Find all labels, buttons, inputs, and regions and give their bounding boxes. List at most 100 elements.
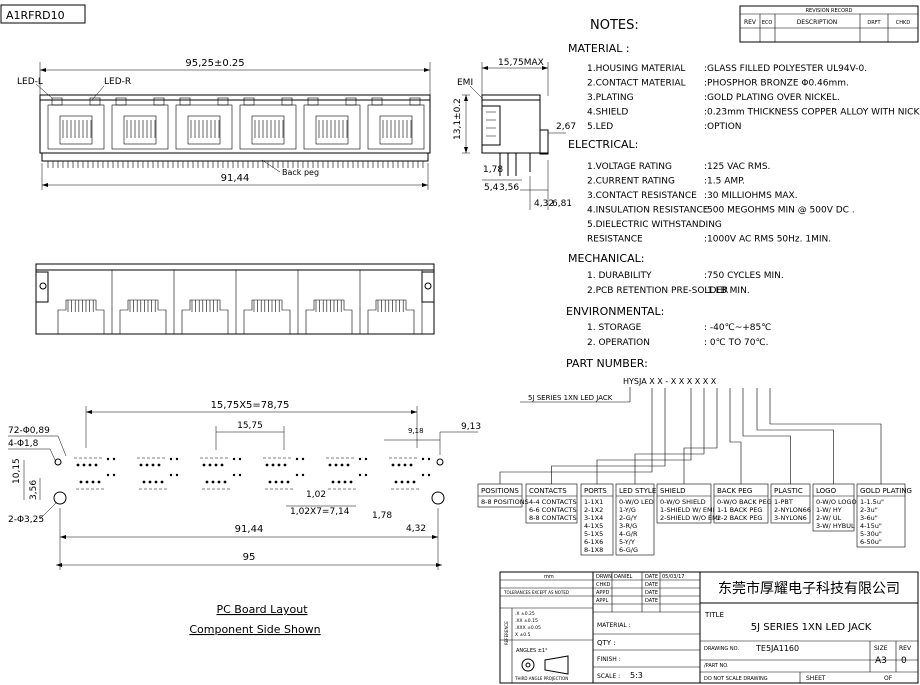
electrical-key: RESISTANCE bbox=[587, 235, 643, 245]
led-left bbox=[51, 97, 63, 106]
pn-leader bbox=[596, 388, 692, 484]
pn-box-line: 4-4 CONTACTS bbox=[529, 498, 577, 506]
led-left bbox=[371, 97, 383, 106]
material-key: 5.LED bbox=[587, 122, 613, 132]
pcb-dim-178: 1,78 bbox=[372, 511, 392, 521]
pn-box-line: 2-2 BACK PEG bbox=[717, 514, 762, 522]
top-port bbox=[175, 97, 233, 150]
sheet-label: SHEET bbox=[806, 675, 826, 682]
pn-box-title: LOGO bbox=[816, 487, 837, 495]
pcb-dim-9144: 91,44 bbox=[235, 524, 264, 535]
environmental-key: 1. STORAGE bbox=[587, 323, 642, 333]
pn-box-line: 5-30u" bbox=[860, 530, 882, 538]
angles-label: ANGLES ±1° bbox=[516, 648, 548, 654]
date-label: DATE bbox=[645, 574, 658, 580]
pcb-dim-pitch5: 15,75X5=78,75 bbox=[211, 400, 290, 411]
pcb-dim-holes: 4-Φ1,8 bbox=[8, 439, 39, 449]
top-port bbox=[239, 97, 297, 150]
tolerance-row: X ±0.5 bbox=[515, 632, 531, 638]
pn-box-line: 2-1X2 bbox=[584, 506, 603, 514]
pcb-dim-mount: 2-Φ3,25 bbox=[8, 515, 44, 525]
environmental-value: : -40℃~+85℃ bbox=[704, 323, 771, 333]
dim-178: 1,78 bbox=[483, 165, 503, 175]
electrical-key: 1.VOLTAGE RATING bbox=[587, 162, 672, 172]
pcb-port-pins bbox=[200, 457, 242, 490]
dim-681: 6,81 bbox=[552, 199, 572, 209]
part-number-code: HYSJA X X - X X X X X X bbox=[623, 377, 717, 386]
pcb-dim-small: 9,18 bbox=[408, 427, 424, 435]
rev-label: REV bbox=[899, 645, 912, 652]
pn-box-line: 6-6 CONTACTS bbox=[529, 506, 577, 514]
rev-col-chkd: CHKD bbox=[896, 20, 911, 26]
pn-box-line: 8-8 CONTACTS bbox=[529, 514, 577, 522]
material-heading: MATERIAL : bbox=[568, 42, 630, 55]
pn-box-line: 1-1 BACK PEG bbox=[717, 506, 762, 514]
part-number-heading: PART NUMBER: bbox=[566, 357, 648, 370]
environmental-key: 2. OPERATION bbox=[587, 338, 650, 348]
tolerance-note: TOLERANCES EXCEPT AS NOTED bbox=[503, 590, 569, 595]
part-number-tree: HYSJA X X - X X X X X X 5J SERIES 1XN LE… bbox=[477, 377, 912, 556]
pcb-dim-1575: 15,75 bbox=[237, 421, 263, 431]
pn-box-title: GOLD PLATING bbox=[860, 487, 912, 495]
title-label: TITLE bbox=[704, 611, 724, 619]
pcb-dim-913: 9,13 bbox=[461, 422, 481, 432]
dim-width: 95,25±0.25 bbox=[185, 58, 244, 69]
electrical-value: :500 MEGOHMS MIN @ 500V DC . bbox=[704, 206, 855, 216]
pn-box-line: 4-1X5 bbox=[584, 522, 603, 530]
pn-box-title: PORTS bbox=[584, 487, 607, 495]
revision-header: REVISION RECORD bbox=[806, 8, 853, 14]
pn-box-line: 3-6u" bbox=[860, 514, 878, 522]
drwn-value: DANIEL bbox=[614, 574, 633, 580]
mount-hole-left bbox=[53, 491, 67, 505]
material-value: :PHOSPHOR BRONZE Φ0.46mm. bbox=[704, 79, 849, 89]
front-port bbox=[181, 270, 237, 334]
pn-leader bbox=[742, 388, 791, 484]
led-left bbox=[115, 97, 127, 106]
company-name: 东莞市厚耀电子科技有限公司 bbox=[718, 580, 900, 597]
size-label: SIZE bbox=[874, 645, 888, 652]
dim-54: 5,4 bbox=[484, 183, 499, 193]
pcb-port-pins bbox=[389, 457, 431, 490]
drawing-no: TE5JA1160 bbox=[755, 644, 799, 653]
pcb-dim-pins: 72-Φ0,89 bbox=[8, 426, 50, 436]
dim-pitch-total: 91,44 bbox=[221, 173, 250, 184]
reference-label: REFERENCE bbox=[504, 621, 509, 645]
pn-box-line: 6-50u" bbox=[860, 538, 882, 546]
mechanical-key: 1. DURABILITY bbox=[587, 271, 652, 281]
chkd-date-label: DATE bbox=[645, 582, 658, 588]
pn-leader bbox=[769, 388, 882, 484]
pn-box-line: 1-SHIELD W/ EMI bbox=[660, 506, 715, 514]
pn-box-line: 0-W/O BACK PEG bbox=[717, 498, 772, 506]
material-key: 1.HOUSING MATERIAL bbox=[587, 64, 685, 74]
pcb-dim-1015: 10,15 bbox=[12, 458, 22, 484]
projection-label: THIRD ANGLE PROJECTION bbox=[514, 676, 568, 681]
pn-box-line: 0-W/O LOGO bbox=[816, 498, 857, 506]
drawing-code-box bbox=[0, 4, 86, 24]
drawing-title: 5J SERIES 1XN LED JACK bbox=[751, 622, 872, 633]
pn-box-line: 1-1X1 bbox=[584, 498, 603, 506]
pn-box-title: POSITIONS bbox=[481, 487, 519, 495]
front-port bbox=[243, 270, 299, 334]
pn-box-line: 8-1X8 bbox=[584, 546, 603, 554]
led-right bbox=[345, 97, 357, 106]
environmental-heading: ENVIRONMENTAL: bbox=[566, 305, 664, 318]
top-view: 95,25±0.25 LED-L LED-R 91,44 Back peg bbox=[17, 58, 431, 190]
material-value: :OPTION bbox=[704, 122, 742, 132]
pn-box: GOLD PLATING1-1.5u"2-3u"3-6u"4-15u"5-30u… bbox=[856, 483, 912, 548]
electrical-heading: ELECTRICAL: bbox=[568, 138, 638, 151]
top-port bbox=[47, 97, 105, 150]
pn-box-line: 1-PBT bbox=[774, 498, 793, 506]
electrical-value: :1000V AC RMS 50Hz. 1MIN. bbox=[704, 235, 831, 245]
chkd-label: CHKD bbox=[596, 582, 611, 588]
pn-box-line: 0-W/O SHIELD bbox=[660, 498, 706, 506]
pn-box-title: CONTACTS bbox=[529, 487, 567, 495]
mechanical-key: 2.PCB RETENTION PRE-SOLDER bbox=[587, 286, 728, 296]
material-value: :GOLD PLATING OVER NICKEL. bbox=[704, 93, 840, 103]
material-key: 4.SHIELD bbox=[587, 108, 628, 118]
pn-box-title: PLASTIC bbox=[774, 487, 803, 495]
drawing-code: A1RFRD10 bbox=[6, 9, 65, 22]
tolerance-row: .X ±0.25 bbox=[515, 611, 535, 617]
